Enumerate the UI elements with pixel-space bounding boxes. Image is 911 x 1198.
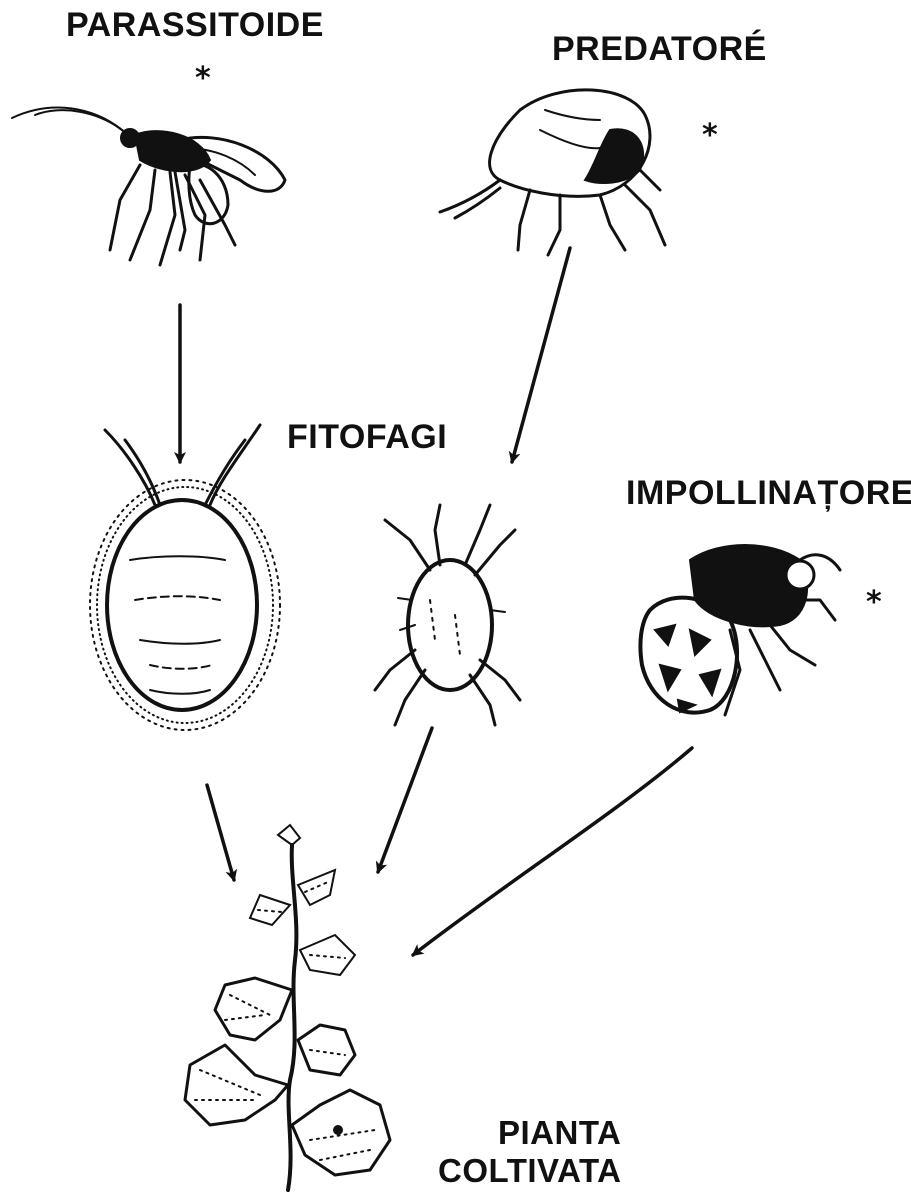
label-fitofagi: FITOFAGI [287, 420, 447, 454]
scale-insect-icon [90, 425, 280, 730]
star-marker-parassitoide: * [195, 64, 211, 94]
label-parassitoide: PARASSITOIDE [66, 8, 324, 42]
label-impollinatore: IMPOLLINAȚORE [626, 476, 911, 510]
label-predatore: PREDATORÉ [552, 32, 767, 66]
arrow-impollinatore-to-pianta [413, 748, 692, 955]
wasp-icon [12, 108, 285, 265]
spider-mite-icon [375, 505, 520, 725]
arrow-cocciniglia-to-pianta [207, 785, 234, 880]
predatory-mite-icon [440, 90, 665, 255]
arrow-predatore-to-fitofago [512, 248, 570, 462]
star-marker-impollinatore: * [866, 588, 882, 618]
vine-plant-icon [185, 825, 390, 1190]
bee-icon [640, 545, 840, 715]
arrow-acaro-to-pianta [378, 728, 432, 872]
label-pianta-line1: PIANTA [498, 1116, 621, 1149]
label-pianta-line2: COLTIVATA [438, 1154, 622, 1187]
star-marker-predatore: * [702, 121, 718, 151]
